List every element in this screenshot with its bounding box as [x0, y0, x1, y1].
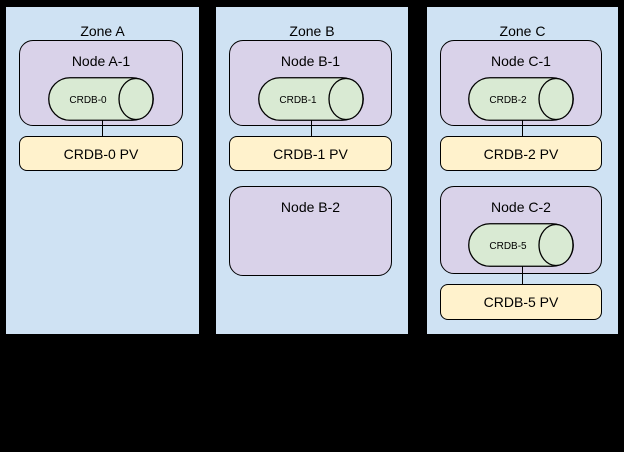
node-b1-label: Node B-1: [280, 53, 341, 69]
crdb-1-pv-label: CRDB-1 PV: [273, 145, 348, 162]
zone-a-title: Zone A: [80, 23, 125, 39]
node-c1-box: Node C-1 CRDB-2: [440, 40, 602, 126]
zone-c-title: Zone C: [499, 23, 546, 39]
node-a1-box: Node A-1 CRDB-0: [19, 40, 183, 126]
crdb-5-pv-box: CRDB-5 PV: [440, 284, 602, 320]
connector-crdb2-pv: [521, 120, 523, 138]
zone-a-panel: Zone A Node A-1 CRDB-0 CRDB-0 PV: [5, 6, 200, 335]
node-c2-label: Node C-2: [491, 199, 551, 215]
crdb-1-pv-box: CRDB-1 PV: [229, 136, 392, 171]
crdb-2-pv-label: CRDB-2 PV: [483, 145, 559, 162]
crdb-0-label: CRDB-0: [69, 95, 107, 106]
connector-crdb0-pv: [101, 120, 103, 138]
crdb-5-cylinder-icon: CRDB-5: [468, 223, 574, 267]
crdb-5-label: CRDB-5: [489, 241, 527, 252]
crdb-0-pv-label: CRDB-0 PV: [63, 145, 139, 162]
crdb-2-pv-box: CRDB-2 PV: [440, 136, 602, 171]
crdb-1-cylinder-icon: CRDB-1: [257, 77, 364, 121]
node-b1-box: Node B-1 CRDB-1: [229, 40, 392, 126]
connector-crdb5-pv: [521, 266, 523, 286]
crdb-5-pv-label: CRDB-5 PV: [483, 294, 559, 310]
zone-b-title: Zone B: [289, 23, 335, 39]
connector-crdb1-pv: [311, 120, 312, 138]
zone-b-panel: Zone B Node B-1 CRDB-1 CRDB-1 PV Node B-…: [215, 6, 409, 335]
node-b2-label: Node B-2: [280, 199, 341, 215]
crdb-1-label: CRDB-1: [279, 95, 317, 106]
zone-c-panel: Zone C Node C-1 CRDB-2 CRDB-2 PV Node C-…: [426, 6, 619, 335]
crdb-2-cylinder-icon: CRDB-2: [468, 77, 574, 121]
node-c1-label: Node C-1: [491, 53, 551, 69]
crdb-0-cylinder-icon: CRDB-0: [48, 77, 154, 121]
node-c2-box: Node C-2 CRDB-5: [440, 186, 602, 274]
crdb-2-label: CRDB-2: [489, 95, 527, 106]
node-b2-box: Node B-2: [229, 186, 392, 276]
crdb-0-pv-box: CRDB-0 PV: [19, 136, 183, 171]
node-a1-label: Node A-1: [71, 53, 131, 69]
